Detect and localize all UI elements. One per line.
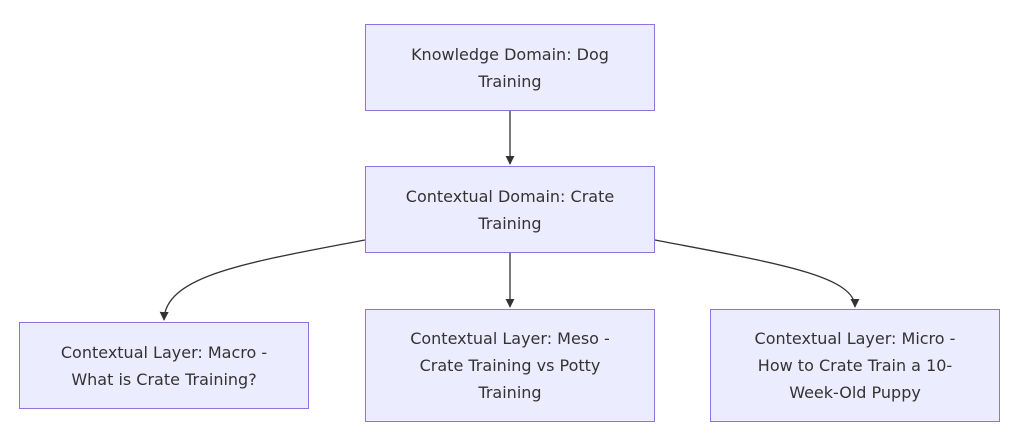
node-macro-layer-label: Contextual Layer: Macro - What is Crate … [60,342,268,389]
node-meso-layer-label: Contextual Layer: Meso - Crate Training … [410,329,610,402]
node-meso-layer: Contextual Layer: Meso - Crate Training … [365,309,655,422]
node-macro-layer: Contextual Layer: Macro - What is Crate … [19,322,309,409]
node-knowledge-domain: Knowledge Domain: Dog Training [365,24,655,111]
edge-contextual-to-macro [159,239,366,321]
node-contextual-domain-label: Contextual Domain: Crate Training [405,186,615,233]
edge-contextual-to-micro [654,239,860,308]
node-knowledge-domain-label: Knowledge Domain: Dog Training [411,44,609,91]
node-contextual-domain: Contextual Domain: Crate Training [365,166,655,253]
node-micro-layer-label: Contextual Layer: Micro - How to Crate T… [754,329,956,402]
node-micro-layer: Contextual Layer: Micro - How to Crate T… [710,309,1000,422]
